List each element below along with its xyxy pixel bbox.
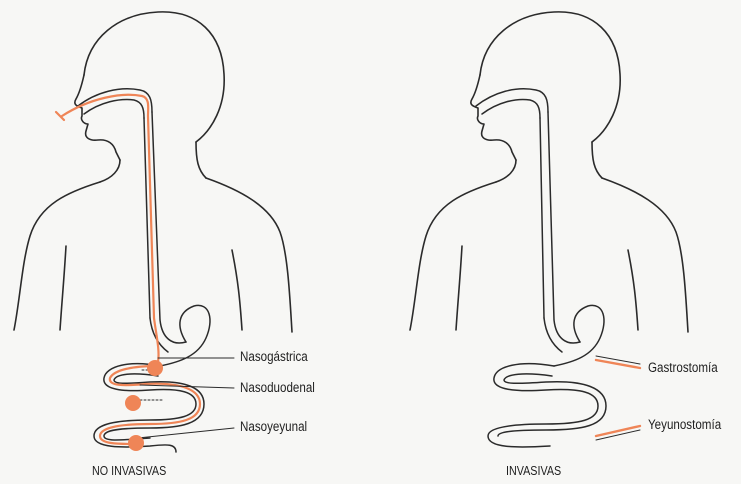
label-nasoyeyunal: Nasoyeyunal xyxy=(240,419,307,434)
ostomy-tubes-right xyxy=(596,360,640,436)
nasoduodenal-tip-marker xyxy=(125,395,141,411)
label-yeyunostomia: Yeyunostomía xyxy=(648,417,721,432)
digestive-tract-left xyxy=(78,89,210,452)
feeding-tube-left xyxy=(56,95,200,444)
digestive-tract-right xyxy=(476,89,606,447)
nasojejunal-tip-marker xyxy=(128,435,144,451)
caption-no-invasivas: NO INVASIVAS xyxy=(92,464,166,478)
label-nasogastrica: Nasogástrica xyxy=(240,349,308,364)
label-nasoduodenal: Nasoduodenal xyxy=(240,380,315,395)
caption-invasivas: INVASIVAS xyxy=(506,464,561,478)
label-gastrostomia: Gastrostomía xyxy=(648,360,718,375)
nasogastric-tip-marker xyxy=(147,360,163,376)
